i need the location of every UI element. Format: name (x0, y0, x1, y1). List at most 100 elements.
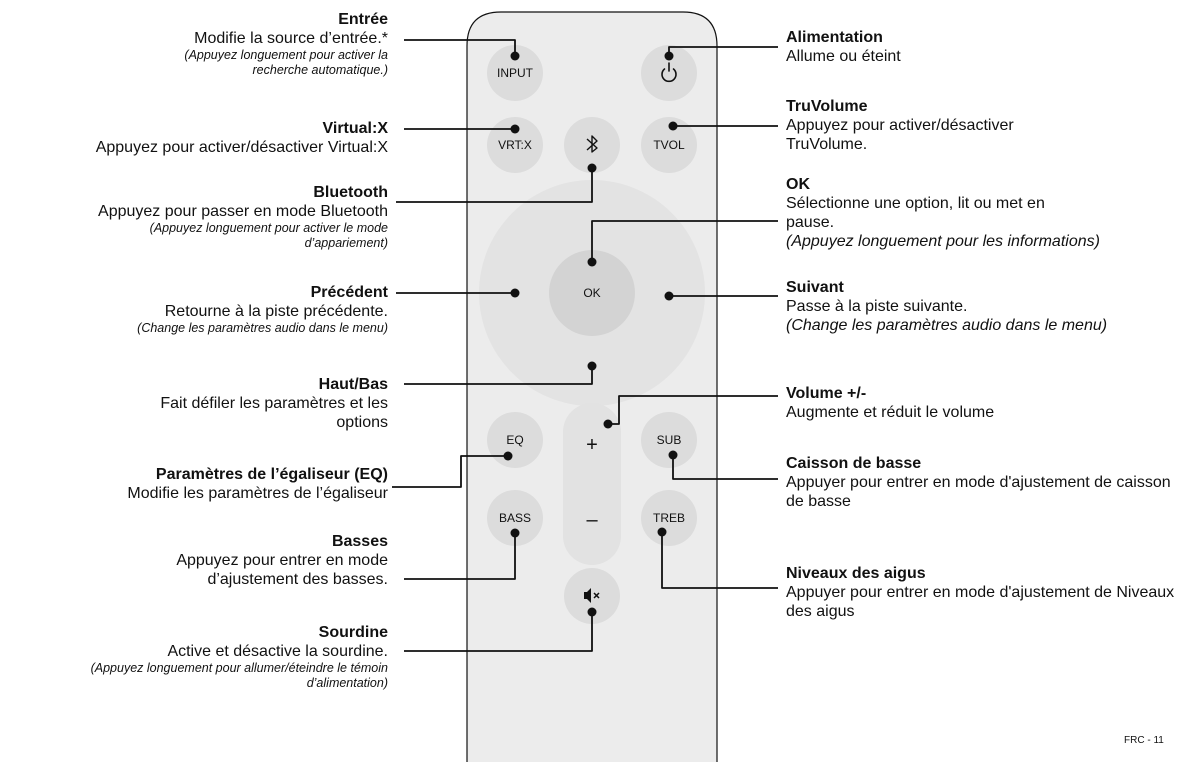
callout-desc: Fait défiler les paramètres et les optio… (160, 395, 388, 431)
eq-button[interactable] (487, 412, 543, 468)
dot-hautbas (587, 361, 597, 371)
callout-alimentation: Alimentation Allume ou éteint (786, 28, 1166, 66)
callout-volume: Volume +/- Augmente et réduit le volume (786, 384, 1166, 422)
input-button-label: INPUT (497, 66, 534, 80)
callout-title: OK (786, 176, 810, 193)
callout-title: Virtual:X (322, 120, 389, 137)
callout-suivant: Suivant Passe à la piste suivante. (Chan… (786, 278, 1146, 335)
callout-note: (Change les paramètres audio dans le men… (786, 317, 1108, 334)
callout-desc: Augmente et réduit le volume (786, 404, 995, 421)
dot-ok (587, 257, 597, 267)
callout-desc: Active et désactive la sourdine. (167, 643, 388, 660)
callout-eq: Paramètres de l’égaliseur (EQ) Modifie l… (3, 465, 388, 503)
callout-desc: Appuyez pour activer/désactiver Virtual:… (95, 139, 388, 156)
dot-power (664, 51, 674, 61)
callout-note: (Appuyez longuement pour activer la rech… (184, 48, 388, 77)
callout-desc: Appuyez pour entrer en mode d’ajustement… (176, 552, 388, 588)
dot-suivant (664, 291, 674, 301)
leader-aigus (661, 532, 778, 589)
vrtx-button-label: VRT:X (498, 138, 532, 152)
callout-title: Volume +/- (786, 385, 867, 402)
ok-button-label: OK (583, 286, 600, 300)
dot-precedent (510, 288, 520, 298)
dot-bass (510, 528, 520, 538)
tvol-button[interactable] (641, 117, 697, 173)
power-button[interactable] (641, 45, 697, 101)
leader-hautbas (404, 366, 593, 385)
callout-bluetooth: Bluetooth Appuyez pour passer en mode Bl… (3, 183, 388, 251)
callout-desc: Sélectionne une option, lit ou met en pa… (786, 195, 1045, 231)
volume-minus-label: – (586, 509, 598, 531)
dot-bluetooth (587, 163, 597, 173)
dot-sub (668, 450, 678, 460)
callout-title: Alimentation (786, 29, 883, 46)
dot-treb (657, 527, 667, 537)
callout-desc: Modifie la source d’entrée.* (194, 30, 388, 47)
callout-caisson: Caisson de basse Appuyer pour entrer en … (786, 454, 1181, 511)
callout-title: Niveaux des aigus (786, 565, 926, 582)
power-icon (661, 62, 677, 83)
volume-rocker[interactable] (563, 403, 621, 565)
leader-sourdine (404, 612, 593, 652)
callout-title: Précédent (310, 284, 388, 301)
callout-note: (Appuyez longuement pour les information… (786, 233, 1100, 250)
callout-virtualx: Virtual:X Appuyez pour activer/désactive… (3, 119, 388, 157)
callout-basses: Basses Appuyez pour entrer en mode d’aju… (118, 532, 388, 589)
callout-desc: Retourne à la piste précédente. (164, 303, 388, 320)
callout-desc: Appuyez pour passer en mode Bluetooth (98, 203, 388, 220)
mute-button[interactable] (564, 568, 620, 624)
callout-hautbas: Haut/Bas Fait défiler les paramètres et … (118, 375, 388, 432)
callout-title: Suivant (786, 279, 844, 296)
callout-title: Paramètres de l’égaliseur (EQ) (155, 466, 388, 483)
callout-desc: Allume ou éteint (786, 48, 901, 65)
callout-title: Basses (331, 533, 388, 550)
callout-title: Sourdine (318, 624, 388, 641)
dot-tvol (668, 121, 678, 131)
callout-desc: Appuyer pour entrer en mode d'ajustement… (786, 584, 1175, 620)
leader-eq (392, 455, 508, 488)
leader-basses (404, 533, 516, 580)
callout-entree: Entrée Modifie la source d’entrée.* (App… (108, 10, 388, 78)
callout-note: (Appuyez longuement pour allumer/éteindr… (90, 661, 388, 690)
input-button[interactable] (487, 45, 543, 101)
leader-caisson (672, 455, 778, 480)
bass-button-label: BASS (499, 511, 531, 525)
vrtx-button[interactable] (487, 117, 543, 173)
callout-precedent: Précédent Retourne à la piste précédente… (3, 283, 388, 336)
volume-plus-label: + (586, 434, 598, 456)
sub-button-label: SUB (657, 433, 682, 447)
tvol-button-label: TVOL (653, 138, 685, 152)
treb-button[interactable] (641, 490, 697, 546)
callout-desc: Appuyer pour entrer en mode d'ajustement… (786, 474, 1171, 510)
callout-aigus: Niveaux des aigus Appuyer pour entrer en… (786, 564, 1181, 621)
dot-eq (503, 451, 513, 461)
dot-input (510, 51, 520, 61)
callout-ok: OK Sélectionne une option, lit ou met en… (786, 175, 1186, 251)
mute-icon (584, 588, 600, 603)
leader-entree (404, 39, 516, 56)
leader-volume (608, 395, 778, 425)
dot-volume (603, 419, 613, 429)
callout-truvolume: TruVolume Appuyez pour activer/désactive… (786, 97, 1086, 154)
sub-button[interactable] (641, 412, 697, 468)
callout-title: TruVolume (786, 98, 868, 115)
bass-button[interactable] (487, 490, 543, 546)
dot-vrtx (510, 124, 520, 134)
callout-title: Caisson de basse (786, 455, 922, 472)
leader-bluetooth (396, 168, 593, 203)
callout-desc: Appuyez pour activer/désactiver TruVolum… (786, 117, 1014, 153)
treb-button-label: TREB (653, 511, 685, 525)
callout-desc: Modifie les paramètres de l’égaliseur (127, 485, 388, 502)
dot-mute (587, 607, 597, 617)
callout-desc: Passe à la piste suivante. (786, 298, 968, 315)
callout-note: (Appuyez longuement pour activer le mode… (149, 221, 388, 250)
callout-title: Entrée (338, 11, 388, 28)
page-number: FRC - 11 (1124, 735, 1164, 746)
ok-button[interactable] (549, 250, 635, 336)
callout-title: Haut/Bas (318, 376, 388, 393)
callout-title: Bluetooth (313, 184, 388, 201)
callout-sourdine: Sourdine Active et désactive la sourdine… (3, 623, 388, 691)
eq-button-label: EQ (506, 433, 523, 447)
leader-ok (591, 220, 778, 262)
